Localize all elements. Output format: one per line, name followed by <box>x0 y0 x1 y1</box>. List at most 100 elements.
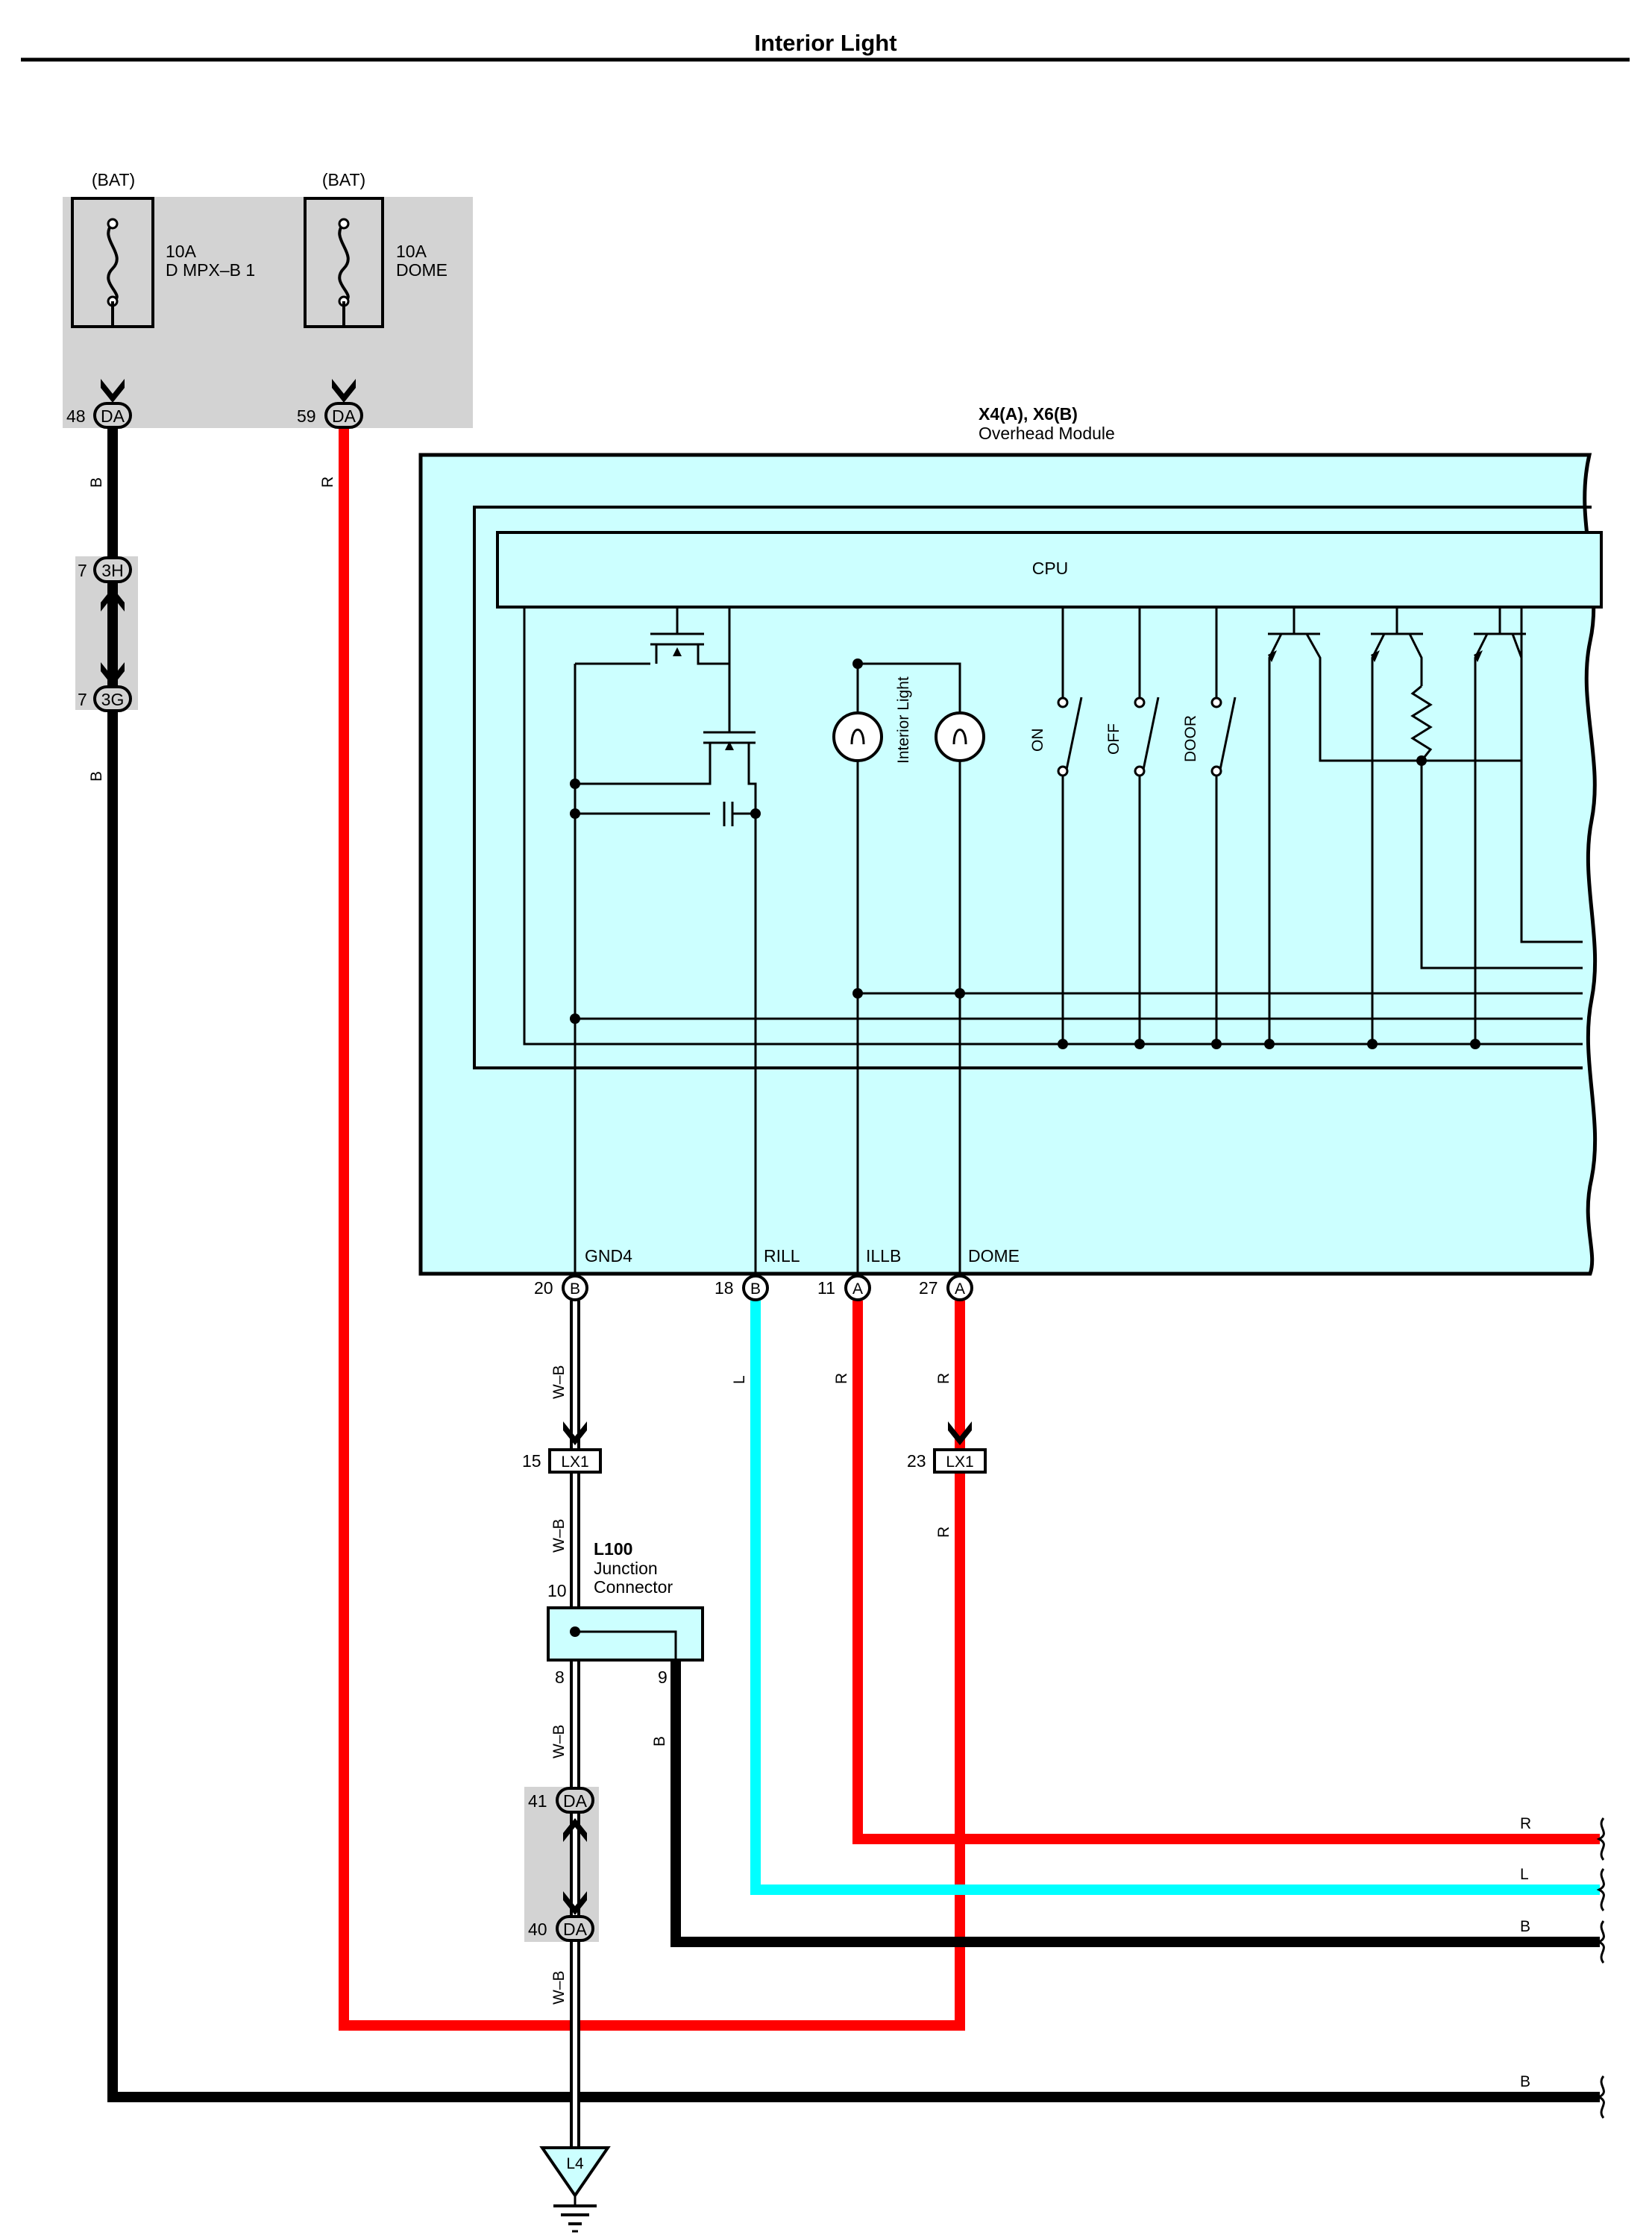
wire-label-wb3: W–B <box>550 1724 568 1758</box>
wire-label-wb1: W–B <box>550 1365 568 1399</box>
transistor3-arrow <box>1474 650 1483 662</box>
interior-light-label: Interior Light <box>895 676 912 764</box>
conn-lx1-23-code: LX1 <box>946 1453 973 1471</box>
wire-l-rill <box>750 1301 1600 1895</box>
wire-label-wb2: W–B <box>550 1518 568 1553</box>
wire-label-b2: B <box>88 771 105 782</box>
junction-name2: Connector <box>594 1577 673 1597</box>
terminal-27-conn: A <box>955 1280 965 1298</box>
da-splice-shade <box>524 1787 599 1942</box>
conn-da-40: DA <box>556 1915 594 1942</box>
fuse-box-shade <box>63 197 473 428</box>
wire-r-illb <box>852 1301 1600 1844</box>
cpu-label: CPU <box>1032 559 1069 578</box>
wire-label-r-dome: R <box>935 1373 952 1384</box>
conn-3g-code: 3G <box>101 690 125 709</box>
lamp-1 <box>832 711 883 762</box>
module-inner-frame <box>473 506 1592 1069</box>
wire-b-junction <box>670 1657 1600 1947</box>
conn-da-59: DA <box>324 402 363 429</box>
fuse2-source: (BAT) <box>322 170 365 189</box>
lamp-circuit <box>856 662 961 1284</box>
conn-3h-code: 3H <box>101 561 123 580</box>
wire-label-r-illb: R <box>833 1373 850 1384</box>
terminal-illb-label: ILLB <box>866 1246 901 1266</box>
lx1-15-arrow <box>563 1421 587 1445</box>
conn-3h-pin: 7 <box>78 561 87 580</box>
cpu-block <box>496 531 1603 609</box>
conn-da-48-pin: 48 <box>66 406 86 426</box>
terminal-gnd4-label: GND4 <box>585 1246 632 1266</box>
transistor1-arrow <box>1268 650 1277 662</box>
conn-da-40-code: DA <box>563 1920 588 1939</box>
fuse1-name: D MPX–B 1 <box>166 260 255 280</box>
wire-b-fuse1 <box>107 428 1600 2102</box>
terminal-27: A <box>946 1274 973 1301</box>
switch-on-label: ON <box>1029 729 1046 752</box>
right-wire-label-r: R <box>1520 1815 1531 1832</box>
fuse1-rating: 10A <box>166 242 197 261</box>
wire-label-b1: B <box>88 477 105 488</box>
terminal-20-pin: 20 <box>534 1278 553 1298</box>
transistor2-arrow <box>1371 650 1380 662</box>
fet-circuit <box>574 607 757 1284</box>
fuse2-name: DOME <box>396 260 447 280</box>
conn-lx1-15: LX1 <box>548 1448 602 1474</box>
wire-label-l: L <box>731 1375 748 1384</box>
junction-pin-a: 8 <box>555 1667 565 1687</box>
right-wire-label-l: L <box>1520 1866 1529 1883</box>
wire-r-fuse2 <box>339 428 965 2031</box>
conn-lx1-15-pin: 15 <box>522 1451 541 1471</box>
terminal-rill-label: RILL <box>764 1246 800 1266</box>
lx1-23-arrow <box>948 1421 972 1445</box>
wire-label-r-lx1: R <box>935 1527 952 1538</box>
terminal-27-pin: 27 <box>919 1278 938 1298</box>
fuse2-rating: 10A <box>396 242 427 261</box>
terminal-dome-label: DOME <box>968 1246 1020 1266</box>
wire-label-r1: R <box>319 477 336 488</box>
conn-lx1-15-code: LX1 <box>561 1453 588 1471</box>
conn-da-41-pin: 41 <box>528 1791 547 1811</box>
terminal-18-conn: B <box>750 1280 761 1298</box>
junction-code: L100 <box>594 1539 632 1559</box>
junction-internal <box>575 1630 677 1660</box>
splice-3-arrow-up <box>101 588 125 612</box>
module-code: X4(A), X6(B) <box>979 404 1078 424</box>
fet1-arrow <box>673 647 682 656</box>
module-name: Overhead Module <box>979 424 1115 443</box>
conn-3g-pin: 7 <box>78 690 87 709</box>
wire-label-b-junction: B <box>651 1736 668 1747</box>
right-wire-label-b2: B <box>1520 2073 1530 2090</box>
conn-da-48: DA <box>93 402 132 429</box>
terminal-18-pin: 18 <box>714 1278 734 1298</box>
module-junction-dots <box>570 658 1480 1049</box>
right-wire-label-b1: B <box>1520 1918 1530 1935</box>
switch-door-label: DOOR <box>1182 715 1199 762</box>
terminal-11-pin: 11 <box>817 1278 835 1298</box>
conn-da-41: DA <box>556 1787 594 1814</box>
conn-3g: 3G <box>93 685 132 712</box>
fuse1 <box>71 197 154 328</box>
switch-terminals <box>1057 697 1222 777</box>
switch-off-label: OFF <box>1105 723 1122 755</box>
conn-da-40-pin: 40 <box>528 1920 547 1939</box>
wire-break-marks <box>1596 1817 1605 2119</box>
fuse2 <box>304 197 384 328</box>
conn-3h: 3H <box>93 556 132 583</box>
terminal-11: A <box>844 1274 871 1301</box>
junction-dot <box>570 1626 580 1637</box>
conn-da-41-code: DA <box>563 1791 588 1811</box>
ground-l4: L4 <box>539 2146 611 2233</box>
fuse-connector-arrows <box>101 379 356 403</box>
terminal-18: B <box>742 1274 769 1301</box>
fet2-arrow <box>725 741 734 750</box>
splice-3-arrow-down <box>101 662 125 686</box>
switch-contacts <box>1061 607 1237 1044</box>
junction-pin-b: 9 <box>658 1667 668 1687</box>
diagram-title: Interior Light <box>754 30 896 56</box>
da-splice-arrow-down <box>563 1891 587 1915</box>
terminal-20: B <box>562 1274 588 1301</box>
ground-l4-label: L4 <box>566 2155 584 2172</box>
junction-name1: Junction <box>594 1559 658 1578</box>
